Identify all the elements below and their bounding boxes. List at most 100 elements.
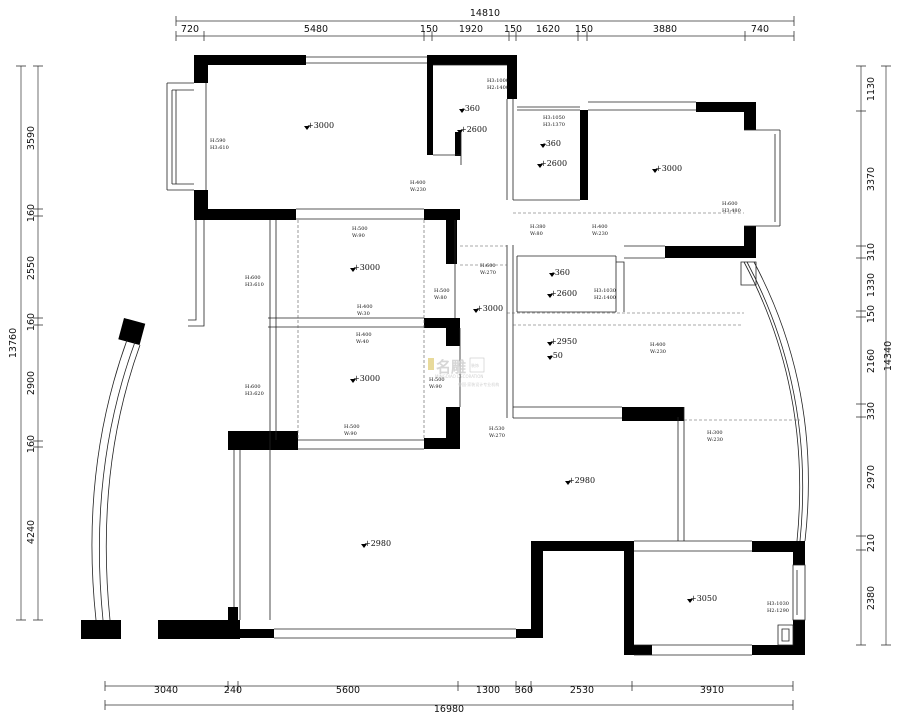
opening-line-2: W:80 bbox=[434, 295, 447, 301]
right-dimension-chain: 1130 3370 310 1330 150 2160 330 2970 210… bbox=[856, 65, 894, 646]
elevation-label: +2980 bbox=[364, 539, 391, 548]
opening-line-1: H3:1050 bbox=[543, 115, 565, 121]
bottom-total-dimension: 16980 bbox=[434, 704, 464, 715]
opening-line-1: H:600 bbox=[245, 384, 261, 390]
right-dim-4: 1330 bbox=[866, 273, 877, 297]
left-dim-6: 160 bbox=[26, 435, 37, 453]
elevation-label: -360 bbox=[462, 104, 480, 113]
opening-line-1: H:400 bbox=[592, 224, 608, 230]
opening-line-1: H:500 bbox=[344, 424, 360, 430]
opening-line-2: W:230 bbox=[650, 349, 666, 355]
opening-line-1: H:300 bbox=[707, 430, 723, 436]
opening-line-1: H:400 bbox=[357, 304, 373, 310]
opening-line-2: H2:1290 bbox=[767, 608, 789, 614]
opening-line-2: W:80 bbox=[530, 231, 543, 237]
elevation-label: +2600 bbox=[550, 289, 577, 298]
top-dim-4: 1920 bbox=[459, 24, 483, 35]
elevation-marker: -360 bbox=[459, 104, 480, 113]
opening-line-2: W:90 bbox=[344, 431, 357, 437]
elevation-label: -50 bbox=[550, 351, 563, 360]
elevation-marker: +3050 bbox=[687, 594, 717, 603]
walls bbox=[81, 55, 805, 655]
bottom-dim-4: 1300 bbox=[476, 685, 500, 696]
bottom-dim-6: 2530 bbox=[570, 685, 594, 696]
elevation-label: +2600 bbox=[460, 125, 487, 134]
opening-line-2: H3:620 bbox=[245, 391, 264, 397]
elevation-label: +2600 bbox=[540, 159, 567, 168]
elevation-marker: +2600 bbox=[537, 159, 567, 168]
right-dim-3: 310 bbox=[866, 243, 877, 261]
opening-line-1: H:530 bbox=[489, 426, 505, 432]
top-total-dimension: 14810 bbox=[470, 8, 500, 19]
bottom-dim-5: 360 bbox=[515, 685, 533, 696]
right-dim-6: 2160 bbox=[866, 349, 877, 373]
left-dim-7: 4240 bbox=[26, 520, 37, 544]
elevation-label: -360 bbox=[543, 139, 561, 148]
opening-line-2: H2:1400 bbox=[487, 85, 509, 91]
right-dim-1: 1130 bbox=[866, 77, 877, 101]
opening-line-2: H2:1400 bbox=[594, 295, 616, 301]
right-total-dimension: 14340 bbox=[883, 341, 894, 371]
right-dim-8: 2970 bbox=[866, 465, 877, 489]
watermark-badge: 装饰 bbox=[471, 362, 479, 368]
left-dim-4: 160 bbox=[26, 313, 37, 331]
opening-line-2: W:90 bbox=[429, 384, 442, 390]
top-dim-2: 5480 bbox=[304, 24, 328, 35]
top-dim-1: 720 bbox=[181, 24, 199, 35]
left-dim-1: 3590 bbox=[26, 126, 37, 150]
opening-line-2: W:270 bbox=[480, 270, 496, 276]
opening-line-1: H:380 bbox=[530, 224, 546, 230]
opening-line-2: W:230 bbox=[410, 187, 426, 193]
elevation-label: +3000 bbox=[353, 374, 380, 383]
left-dim-5: 2900 bbox=[26, 371, 37, 395]
bottom-dim-7: 3910 bbox=[700, 685, 724, 696]
watermark-subtitle-en: MINGDIAO DECORATION bbox=[435, 374, 483, 379]
top-dim-8: 3880 bbox=[653, 24, 677, 35]
right-dim-10: 2380 bbox=[866, 586, 877, 610]
opening-line-2: H3:610 bbox=[210, 145, 229, 151]
elevation-label: -360 bbox=[552, 268, 570, 277]
watermark-logo: 名雕 装饰 MINGDIAO DECORATION 中国·家装设计专业机构 bbox=[428, 357, 499, 387]
elevation-marker: +2980 bbox=[361, 539, 391, 548]
opening-line-1: H:600 bbox=[480, 263, 496, 269]
opening-line-1: H:600 bbox=[245, 275, 261, 281]
bottom-dimension-chain: 3040 240 5600 1300 360 2530 3910 16980 bbox=[104, 681, 794, 715]
partitions bbox=[91, 56, 809, 656]
elevation-marker: +2950 bbox=[547, 337, 577, 346]
opening-line-1: H3:1000 bbox=[487, 78, 509, 84]
opening-line-1: H:500 bbox=[429, 377, 445, 383]
elevation-marker: +2600 bbox=[547, 289, 577, 298]
bottom-dim-2: 240 bbox=[224, 685, 242, 696]
opening-line-1: H3:1030 bbox=[594, 288, 616, 294]
top-dimension-chain: 14810 720 5480 150 1920 150 1620 150 388… bbox=[175, 8, 795, 41]
elevation-marker: +3000 bbox=[350, 374, 380, 383]
opening-line-2: W:90 bbox=[352, 233, 365, 239]
elevation-label: +3050 bbox=[690, 594, 717, 603]
elevation-marker: +2980 bbox=[565, 476, 595, 485]
opening-line-2: W:270 bbox=[489, 433, 505, 439]
top-dim-3: 150 bbox=[420, 24, 438, 35]
bottom-dim-1: 3040 bbox=[154, 685, 178, 696]
left-dim-3: 2550 bbox=[26, 256, 37, 280]
dashed-lines bbox=[297, 212, 800, 440]
opening-line-1: H:600 bbox=[722, 201, 738, 207]
elevation-markers: +3000 -360 +2600 -360 +2600 +3000 +3000 … bbox=[304, 104, 717, 603]
opening-line-1: H:500 bbox=[434, 288, 450, 294]
right-dim-2: 3370 bbox=[866, 167, 877, 191]
opening-line-1: H3:1030 bbox=[767, 601, 789, 607]
opening-line-1: H:400 bbox=[356, 332, 372, 338]
